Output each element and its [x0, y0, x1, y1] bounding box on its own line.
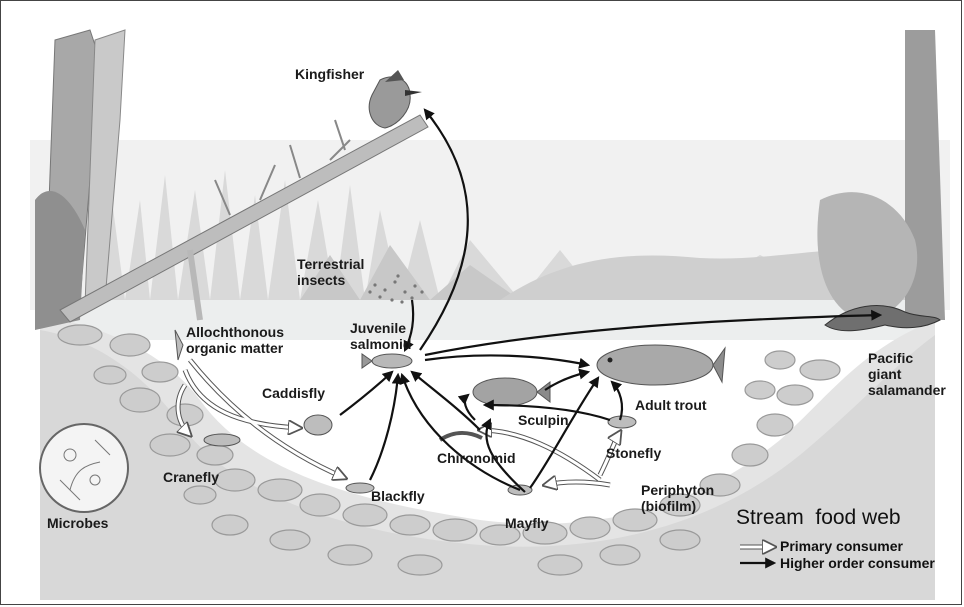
- label-chironomid: Chironomid: [437, 450, 516, 466]
- water-surface: [40, 300, 930, 340]
- label-kingfisher: Kingfisher: [295, 66, 364, 82]
- cranefly-larva: [204, 434, 240, 446]
- label-allochthonous-organic-matter: Allochthonous organic matter: [186, 324, 284, 356]
- label-terrestrial-insects: Terrestrial insects: [297, 256, 364, 288]
- legend-primary-consumer: Primary consumer: [780, 538, 903, 554]
- chironomid-larva: [440, 433, 482, 440]
- diagram-title: Stream food web: [736, 506, 901, 530]
- label-pacific-giant-salamander: Pacific giant salamander: [868, 350, 946, 398]
- label-microbes: Microbes: [47, 515, 108, 531]
- label-stonefly: Stonefly: [606, 445, 661, 461]
- label-periphyton: Periphyton (biofilm): [641, 482, 714, 514]
- label-mayfly: Mayfly: [505, 515, 549, 531]
- forest-background: [30, 140, 950, 310]
- sculpin-fish: [473, 378, 550, 406]
- adult-trout-fish: [597, 345, 725, 385]
- label-sculpin: Sculpin: [518, 412, 569, 428]
- juvenile-salmonid-fish: [362, 354, 412, 368]
- blackfly-larva: [346, 483, 374, 493]
- caddisfly-larva: [304, 415, 332, 435]
- legend-higher-order-consumer: Higher order consumer: [780, 555, 935, 571]
- label-caddisfly: Caddisfly: [262, 385, 325, 401]
- label-cranefly: Cranefly: [163, 469, 219, 485]
- label-blackfly: Blackfly: [371, 488, 425, 504]
- label-adult-trout: Adult trout: [635, 397, 707, 413]
- stonefly-nymph: [608, 416, 636, 428]
- microbes-inset: [40, 424, 128, 512]
- label-juvenile-salmonid: Juvenile salmonid: [350, 320, 411, 352]
